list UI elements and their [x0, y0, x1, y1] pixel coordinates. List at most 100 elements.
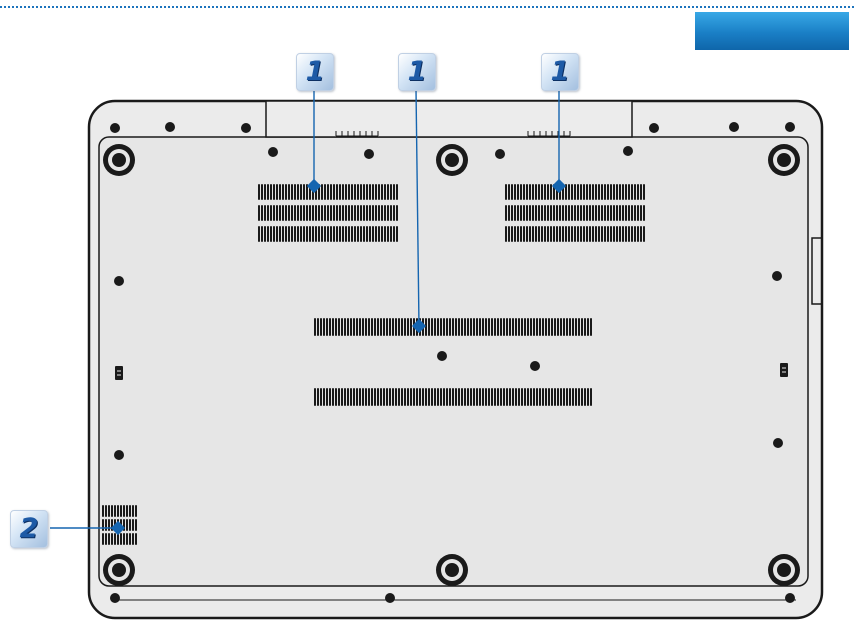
vent-slot [413, 388, 415, 406]
vent-slot [584, 318, 586, 336]
vent-slot [640, 184, 642, 200]
vent-slot [491, 318, 493, 336]
vent-slot [392, 318, 394, 336]
rubber-foot-core [445, 563, 459, 577]
vent-slot [428, 388, 430, 406]
vent-slot [338, 388, 340, 406]
vent-slot [586, 184, 588, 200]
vent-slot [590, 388, 592, 406]
vent-slot [560, 318, 562, 336]
callout-vent-right: 1 [541, 53, 579, 91]
vent-slot [326, 318, 328, 336]
vent-slot [598, 205, 600, 221]
vent-slot [556, 226, 558, 242]
vent-slot [526, 205, 528, 221]
vent-slot [360, 226, 362, 242]
vent-slot [509, 388, 511, 406]
vent-slot [105, 505, 107, 517]
vent-slot [333, 184, 335, 200]
vent-slot [291, 205, 293, 221]
vent-slot [443, 318, 445, 336]
vent-slot [637, 205, 639, 221]
vent-slot [339, 205, 341, 221]
vent-slot [631, 205, 633, 221]
vent-slot [595, 205, 597, 221]
vent-slot [569, 318, 571, 336]
vent-slot [108, 519, 110, 531]
vent-slot [338, 318, 340, 336]
vent-slot [601, 226, 603, 242]
vent-slot [105, 533, 107, 545]
vent-slot [335, 388, 337, 406]
vent-slot [410, 318, 412, 336]
vent-slot [520, 205, 522, 221]
vent-slot [554, 388, 556, 406]
vent-slot [314, 388, 316, 406]
vent-slot [577, 226, 579, 242]
vent-slot [386, 318, 388, 336]
vent-slot [509, 318, 511, 336]
vent-slot [312, 226, 314, 242]
vent-slot [351, 205, 353, 221]
vent-slot [285, 205, 287, 221]
screw [623, 146, 633, 156]
vent-slot [625, 184, 627, 200]
vent-slot [473, 318, 475, 336]
vent-slot [455, 318, 457, 336]
vent-slot [395, 388, 397, 406]
vent-slot [407, 318, 409, 336]
vent-slot [529, 205, 531, 221]
leader-marker [551, 178, 567, 194]
vent-slot [550, 205, 552, 221]
vent-slot [575, 318, 577, 336]
vent-slot [532, 226, 534, 242]
vent-slot [102, 519, 104, 531]
vent-slot [514, 184, 516, 200]
vent-slot [387, 205, 389, 221]
vent-slot [129, 505, 131, 517]
vent-slot [314, 318, 316, 336]
vent-slot [380, 318, 382, 336]
vent-slot [365, 388, 367, 406]
vent-slot [390, 226, 392, 242]
vent-slot [467, 388, 469, 406]
vent-slot [126, 505, 128, 517]
vent-slot [333, 205, 335, 221]
vent-slot [108, 505, 110, 517]
vent-slot [572, 318, 574, 336]
vent-slot [434, 388, 436, 406]
vent-slot [455, 388, 457, 406]
vent-slot [377, 318, 379, 336]
screw [110, 593, 120, 603]
vent-slot [449, 318, 451, 336]
vent-slot [366, 205, 368, 221]
vent-slot [473, 388, 475, 406]
vent-slot [589, 184, 591, 200]
vent-slot [511, 184, 513, 200]
vent-slot [384, 184, 386, 200]
vent-slot [341, 318, 343, 336]
vent-slot [294, 184, 296, 200]
vent-slot [321, 226, 323, 242]
vent-slot [135, 519, 137, 531]
vent-slot [396, 226, 398, 242]
vent-slot [365, 318, 367, 336]
vent-slot [521, 388, 523, 406]
vent-slot [562, 205, 564, 221]
vent-slot [503, 318, 505, 336]
vent-slot [580, 184, 582, 200]
vent-slot [470, 318, 472, 336]
vent-slot [637, 226, 639, 242]
vent-slot [306, 205, 308, 221]
vent-slot [562, 226, 564, 242]
rubber-foot-core [445, 153, 459, 167]
vent-slot [613, 226, 615, 242]
vent-slot [321, 184, 323, 200]
vent-slot [548, 388, 550, 406]
vent-slot [129, 533, 131, 545]
rubber-foot-core [112, 153, 126, 167]
vent-slot [571, 205, 573, 221]
vent-slot [261, 226, 263, 242]
vent-slot [288, 184, 290, 200]
